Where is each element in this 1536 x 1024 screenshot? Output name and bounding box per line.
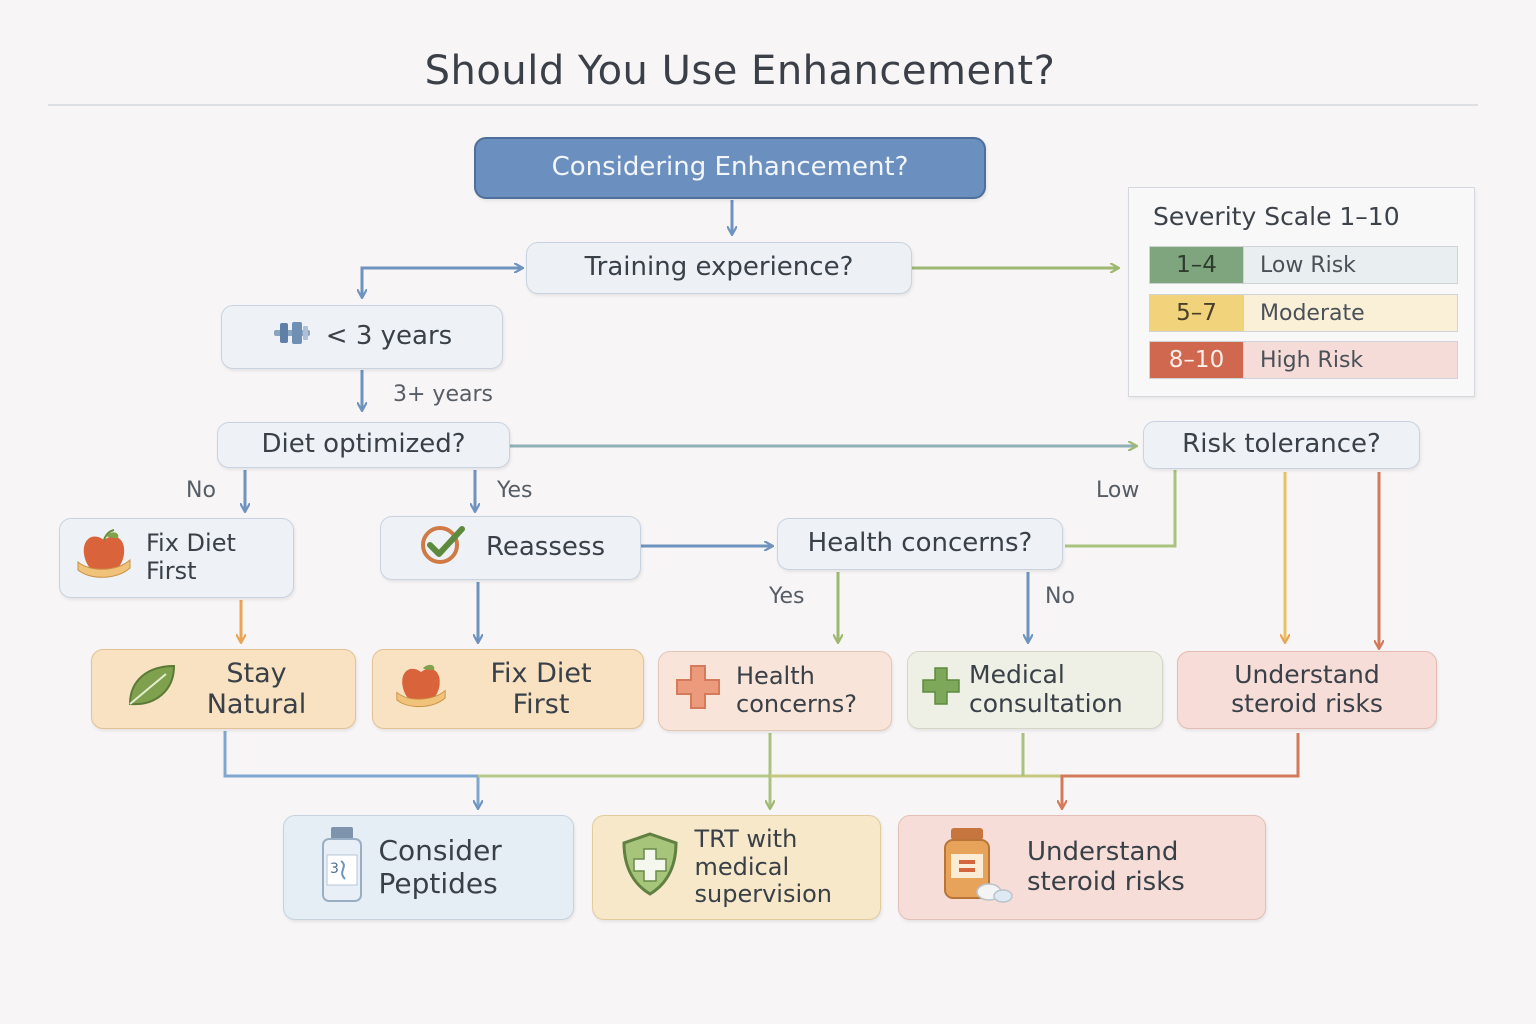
medical-consultation-label: Medical consultation bbox=[969, 660, 1123, 718]
severity-legend: Severity Scale 1–10 1–4 Low Risk 5–7 Mod… bbox=[1128, 187, 1475, 397]
trt-label: TRT with medical supervision bbox=[694, 825, 833, 909]
understand-steroid-risks-mid-label: Understand steroid risks bbox=[1231, 660, 1383, 718]
risk-tolerance-label: Risk tolerance? bbox=[1182, 429, 1381, 460]
diet-optimized-node: Diet optimized? bbox=[217, 422, 510, 468]
health-concerns-box-node: Health concerns? bbox=[658, 651, 892, 731]
shield-cross-icon bbox=[619, 831, 681, 905]
health-no-label: No bbox=[1045, 584, 1075, 609]
understand-steroid-risks-bottom-node: Understand steroid risks bbox=[898, 815, 1266, 920]
training-experience-label: Training experience? bbox=[584, 252, 854, 283]
apple-tape-icon-2 bbox=[395, 660, 447, 718]
under-3-years-label: < 3 years bbox=[325, 321, 453, 352]
start-node: Considering Enhancement? bbox=[474, 137, 986, 199]
legend-desc-moderate: Moderate bbox=[1244, 295, 1457, 331]
risk-tolerance-node: Risk tolerance? bbox=[1143, 421, 1420, 469]
legend-desc-low: Low Risk bbox=[1244, 247, 1457, 283]
diet-optimized-label: Diet optimized? bbox=[261, 429, 466, 460]
fix-diet-first-label: Fix Diet First bbox=[490, 657, 592, 720]
legend-row-low: 1–4 Low Risk bbox=[1149, 246, 1458, 284]
checkmark-icon bbox=[416, 523, 472, 573]
svg-text:3: 3 bbox=[330, 861, 339, 877]
legend-title: Severity Scale 1–10 bbox=[1153, 202, 1400, 231]
reassess-label: Reassess bbox=[485, 532, 605, 563]
fix-diet-first-small-label: Fix Diet First bbox=[146, 529, 236, 585]
health-concerns-box-label: Health concerns? bbox=[736, 662, 857, 718]
legend-code-high: 8–10 bbox=[1150, 342, 1244, 378]
line-risk-low bbox=[1065, 470, 1177, 548]
legend-code-moderate: 5–7 bbox=[1150, 295, 1244, 331]
legend-code-low: 1–4 bbox=[1150, 247, 1244, 283]
red-cross-icon bbox=[674, 663, 722, 719]
legend-desc-high: High Risk bbox=[1244, 342, 1457, 378]
page-title: Should You Use Enhancement? bbox=[424, 48, 1056, 94]
training-experience-node: Training experience? bbox=[526, 242, 912, 294]
bus-red bbox=[1062, 733, 1300, 808]
consider-peptides-node: 3 Consider Peptides bbox=[283, 815, 574, 920]
apple-tape-icon bbox=[76, 528, 132, 588]
understand-steroid-risks-bottom-label: Understand steroid risks bbox=[1027, 836, 1185, 897]
peptide-vial-icon: 3 bbox=[319, 825, 365, 911]
diet-no-label: No bbox=[186, 478, 216, 503]
pill-bottle-icon bbox=[937, 824, 1013, 912]
three-plus-years-label: 3+ years bbox=[393, 382, 493, 407]
reassess-node: Reassess bbox=[380, 516, 641, 580]
fix-diet-first-node: Fix Diet First bbox=[372, 649, 644, 729]
trt-node: TRT with medical supervision bbox=[592, 815, 881, 920]
legend-row-high: 8–10 High Risk bbox=[1149, 341, 1458, 379]
green-cross-icon bbox=[921, 666, 961, 714]
diet-yes-label: Yes bbox=[497, 478, 533, 503]
risk-low-label: Low bbox=[1096, 478, 1140, 503]
health-concerns-question-label: Health concerns? bbox=[807, 528, 1033, 559]
fix-diet-first-small-node: Fix Diet First bbox=[59, 518, 294, 598]
leaf-icon bbox=[126, 662, 178, 716]
understand-steroid-risks-mid-node: Understand steroid risks bbox=[1177, 651, 1437, 729]
dumbbell-icon bbox=[272, 318, 312, 356]
consider-peptides-label: Consider Peptides bbox=[378, 834, 502, 900]
medical-consultation-node: Medical consultation bbox=[907, 651, 1163, 729]
title-divider bbox=[48, 104, 1478, 106]
arrow-training-under3 bbox=[362, 266, 522, 297]
health-concerns-question-node: Health concerns? bbox=[777, 518, 1063, 570]
bus-blue bbox=[223, 731, 478, 808]
under-3-years-node: < 3 years bbox=[221, 305, 503, 369]
stay-natural-label: Stay Natural bbox=[206, 657, 307, 720]
health-yes-label: Yes bbox=[769, 584, 805, 609]
stay-natural-node: Stay Natural bbox=[91, 649, 356, 729]
start-node-label: Considering Enhancement? bbox=[551, 152, 909, 183]
legend-row-moderate: 5–7 Moderate bbox=[1149, 294, 1458, 332]
